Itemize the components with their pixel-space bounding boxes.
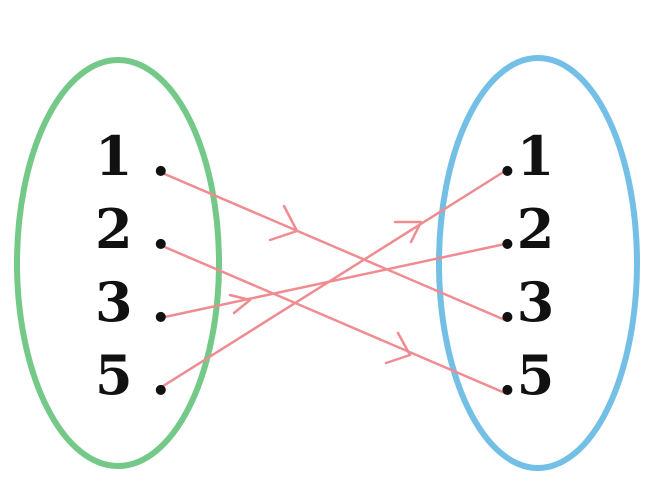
codomain-item-2: .2: [498, 197, 554, 261]
codomain-labels: .1 .2 .3 .5: [498, 124, 554, 407]
codomain-set-oval: [436, 55, 640, 471]
mapping-arrows: [158, 169, 507, 395]
domain-item-5: 5 .: [95, 343, 170, 407]
mapping-arrow-5-to-1: [158, 169, 507, 390]
mapping-arrow-1-to-3: [158, 170, 507, 322]
domain-labels: 1 . 2 . 3 . 5 .: [95, 124, 170, 407]
domain-item-1: 1 .: [95, 124, 170, 188]
codomain-item-5: .5: [498, 343, 554, 407]
mapping-arrow-2-to-5: [158, 243, 507, 395]
codomain-item-3: .3: [498, 270, 554, 334]
domain-item-3: 3 .: [95, 270, 170, 334]
codomain-item-1: .1: [498, 124, 554, 188]
mapping-arrow-3-to-2: [158, 242, 507, 320]
domain-item-2: 2 .: [95, 197, 170, 261]
domain-set-oval: [14, 57, 222, 469]
